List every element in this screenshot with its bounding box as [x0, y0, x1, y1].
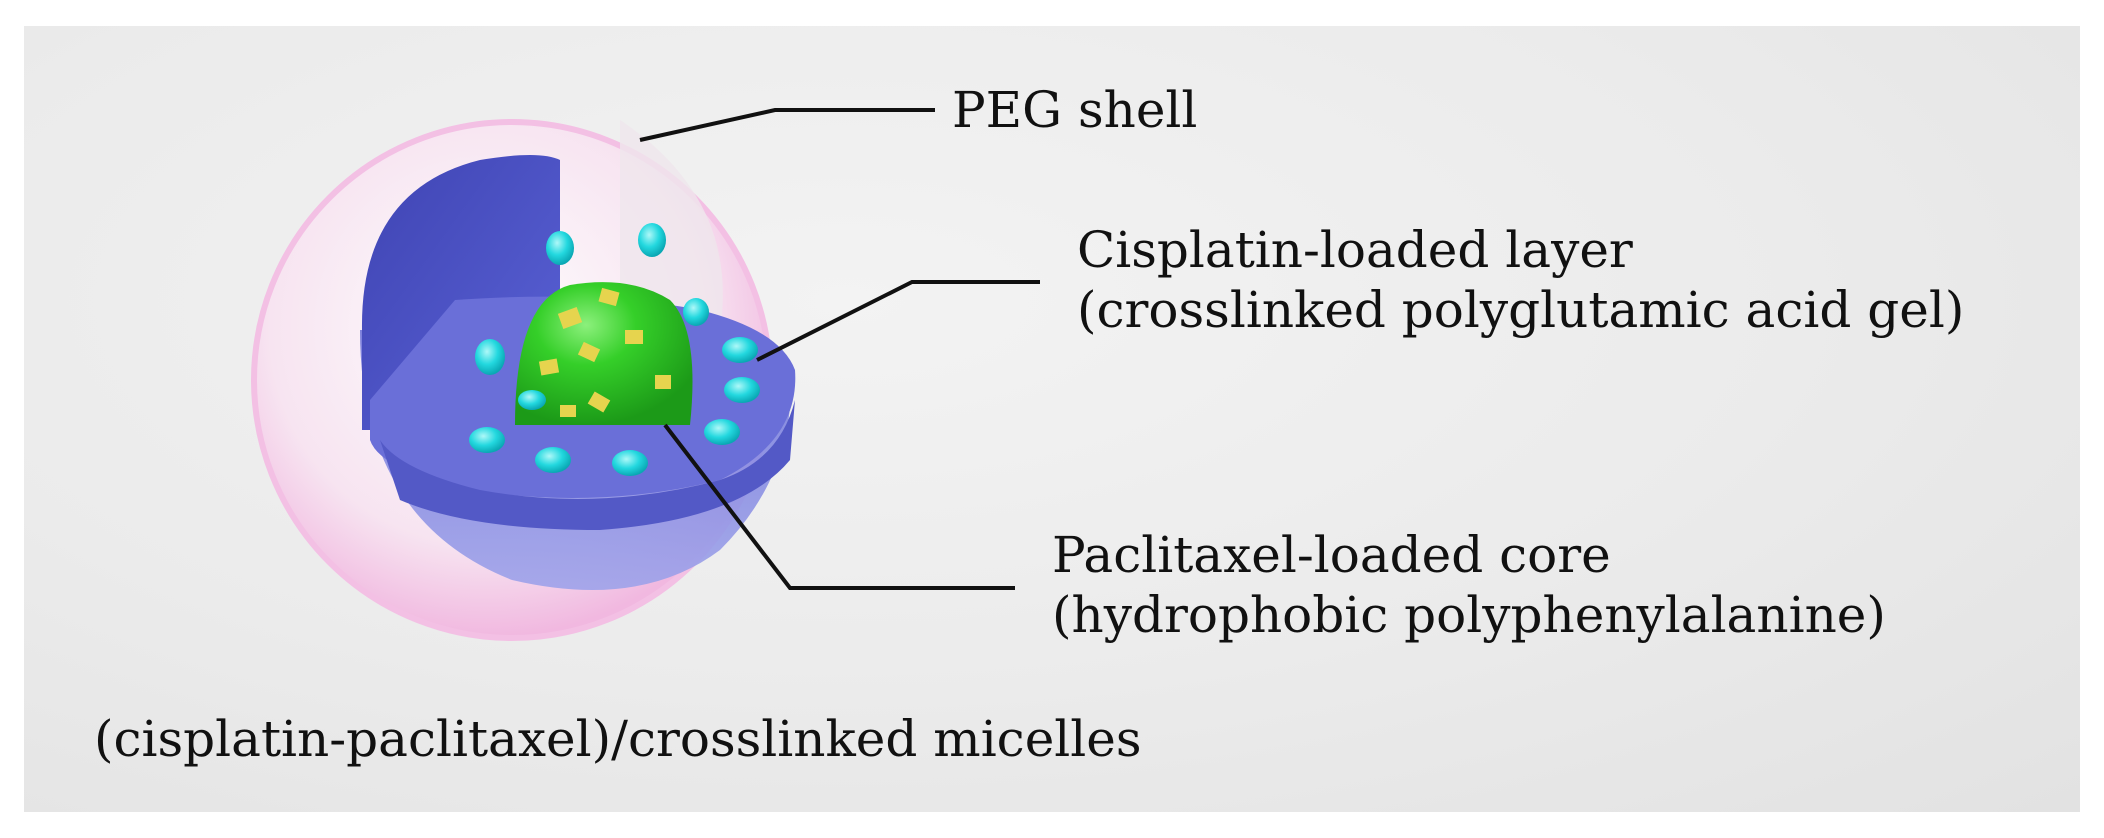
leader-line-peg [639, 108, 935, 142]
label-cisplatin-line1: Cisplatin-loaded layer [1077, 221, 1633, 279]
label-paclitaxel-line1: Paclitaxel-loaded core [1052, 526, 1611, 584]
leader-line-paclitaxel [663, 423, 1015, 590]
figure-caption: (cisplatin-paclitaxel)/crosslinked micel… [94, 710, 1142, 768]
cisplatin-dots [469, 223, 760, 476]
label-paclitaxel-line2: (hydrophobic polyphenylalanine) [1052, 586, 1886, 644]
label-paclitaxel-core: Paclitaxel-loaded core (hydrophobic poly… [1052, 525, 1886, 645]
leader-line-cisplatin [756, 280, 1040, 362]
leader-lines [639, 108, 1040, 590]
label-cisplatin-layer: Cisplatin-loaded layer (crosslinked poly… [1077, 220, 1964, 340]
label-cisplatin-line2: (crosslinked polyglutamic acid gel) [1077, 281, 1965, 339]
label-peg-shell: PEG shell [952, 81, 1198, 139]
paclitaxel-core [515, 282, 693, 425]
